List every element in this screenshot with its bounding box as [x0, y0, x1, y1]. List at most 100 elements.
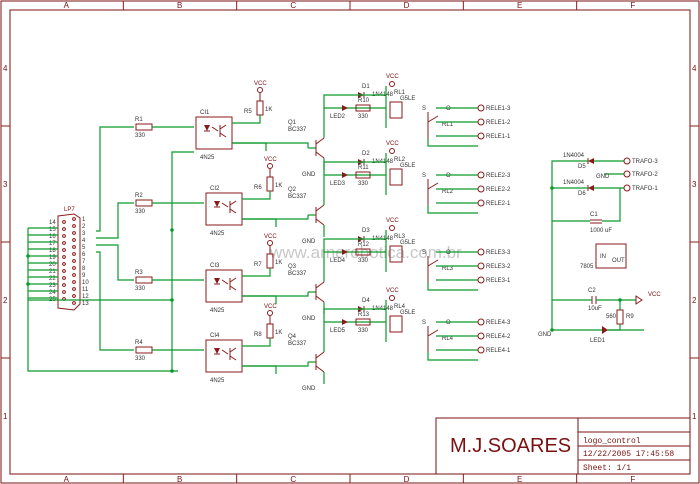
pin-number: 7: [82, 259, 86, 265]
relay-output-label: RELE1-1: [486, 134, 511, 140]
transistor-ref: Q1: [288, 120, 297, 126]
pin-number: 3: [82, 231, 86, 237]
pin: [72, 294, 76, 298]
relay-output-label: RELE1-2: [486, 120, 511, 126]
author-name: M.J.SOARES: [450, 435, 571, 457]
base-resistor-ref: R8: [254, 332, 262, 338]
row-label: 4: [692, 64, 697, 73]
junction-dot: [26, 254, 30, 258]
pin: [62, 255, 66, 259]
base-resistor-ref: R6: [254, 185, 262, 191]
led-resistor-ref: R11: [358, 165, 369, 171]
relay-output-terminal: [477, 332, 485, 340]
base-resistor-ref: R5: [244, 109, 252, 115]
led-ref: LED1: [590, 338, 606, 344]
column-label: B: [177, 475, 182, 484]
pin-number: 4: [82, 238, 86, 244]
relay-output-label: RELE4-2: [486, 334, 511, 340]
vcc-terminal: [257, 87, 263, 93]
contact-mark: O: [446, 173, 451, 179]
pin-number: 5: [82, 245, 86, 251]
pin-number: 21: [49, 269, 56, 275]
diode-ref: D5: [578, 164, 586, 170]
junction-dot: [26, 282, 30, 286]
vcc-label: VCC: [264, 234, 277, 240]
vcc-terminal: [267, 240, 273, 246]
column-label: E: [517, 475, 522, 484]
base-resistor: [266, 176, 274, 192]
opto-type: 4N25: [210, 308, 225, 314]
pin-number: 13: [82, 301, 89, 307]
led-resistor: [355, 171, 371, 179]
vcc-label: VCC: [264, 157, 277, 163]
pin-number: 11: [82, 287, 89, 293]
column-label: A: [64, 1, 70, 10]
led-resistor-value: 330: [358, 114, 369, 120]
row-label: 2: [3, 296, 8, 305]
column-label: C: [290, 1, 296, 10]
led-resistor-value: 330: [358, 181, 369, 187]
row-label: 3: [3, 180, 8, 189]
optocoupler: [205, 339, 243, 373]
input-resistor: [135, 199, 153, 207]
relay-type: G5LE: [400, 163, 415, 169]
vcc-label: VCC: [386, 74, 399, 80]
relay-output-label: RELE4-3: [486, 320, 511, 326]
power-supply: 1N4004D51N4004D6GNDTRAFO-3TRAFO-2TRAFO-1…: [538, 153, 661, 344]
relay-output-terminal: [477, 248, 485, 256]
wiring: [26, 126, 194, 373]
pin: [72, 224, 76, 228]
vcc-label: VCC: [386, 141, 399, 147]
diode-ref: D4: [362, 298, 370, 304]
connector-ref: LP7: [64, 207, 75, 213]
led1: [602, 326, 608, 334]
pin: [72, 266, 76, 270]
gnd-label: GND: [302, 239, 316, 245]
relay-ref: RL4: [394, 304, 406, 310]
led-ref: LED5: [330, 328, 346, 334]
base-resistor-value: 1K: [275, 183, 282, 189]
gnd-label: GND: [302, 172, 316, 178]
gnd-label: GND: [596, 174, 610, 180]
input-resistor: [135, 346, 153, 354]
contact-mark: O: [446, 320, 451, 326]
led: [342, 249, 348, 255]
opto-ref: CI4: [210, 333, 220, 339]
pin: [62, 220, 66, 224]
transistor-ref: Q4: [288, 334, 297, 340]
vcc-label: VCC: [254, 81, 267, 87]
pin: [72, 273, 76, 277]
column-label: F: [630, 1, 635, 10]
resistor-value: 330: [135, 356, 146, 362]
pin-number: 16: [49, 234, 56, 240]
row-label: 2: [692, 296, 697, 305]
transformer-label: TRAFO-1: [632, 186, 658, 192]
diode-ref: D6: [578, 191, 586, 197]
gnd-label: GND: [302, 316, 316, 322]
relay-output-terminal: [477, 276, 485, 284]
pin-number: 15: [49, 227, 56, 233]
pin: [62, 248, 66, 252]
pin: [62, 227, 66, 231]
base-resistor: [266, 323, 274, 339]
column-label: D: [404, 475, 410, 484]
opto-led: [204, 125, 210, 131]
pin-number: 6: [82, 252, 86, 258]
led: [342, 172, 348, 178]
led-resistor-ref: R13: [358, 312, 370, 318]
transistor-type: BC337: [288, 341, 307, 347]
contact-mark: S: [422, 320, 426, 326]
pin-number: 12: [82, 294, 89, 300]
voltage-regulator: [595, 243, 627, 269]
regulator-pin: IN: [600, 254, 606, 260]
opto-ref: CI2: [210, 186, 220, 192]
relay-output-terminal: [477, 262, 485, 270]
relay-ref: RL1: [394, 90, 406, 96]
input-resistor: [135, 276, 153, 284]
led: [342, 319, 348, 325]
resistor-value: 560: [606, 314, 617, 320]
contact-mark: S: [422, 250, 426, 256]
diode-d6: [588, 185, 594, 191]
pin-number: 2: [82, 224, 86, 230]
